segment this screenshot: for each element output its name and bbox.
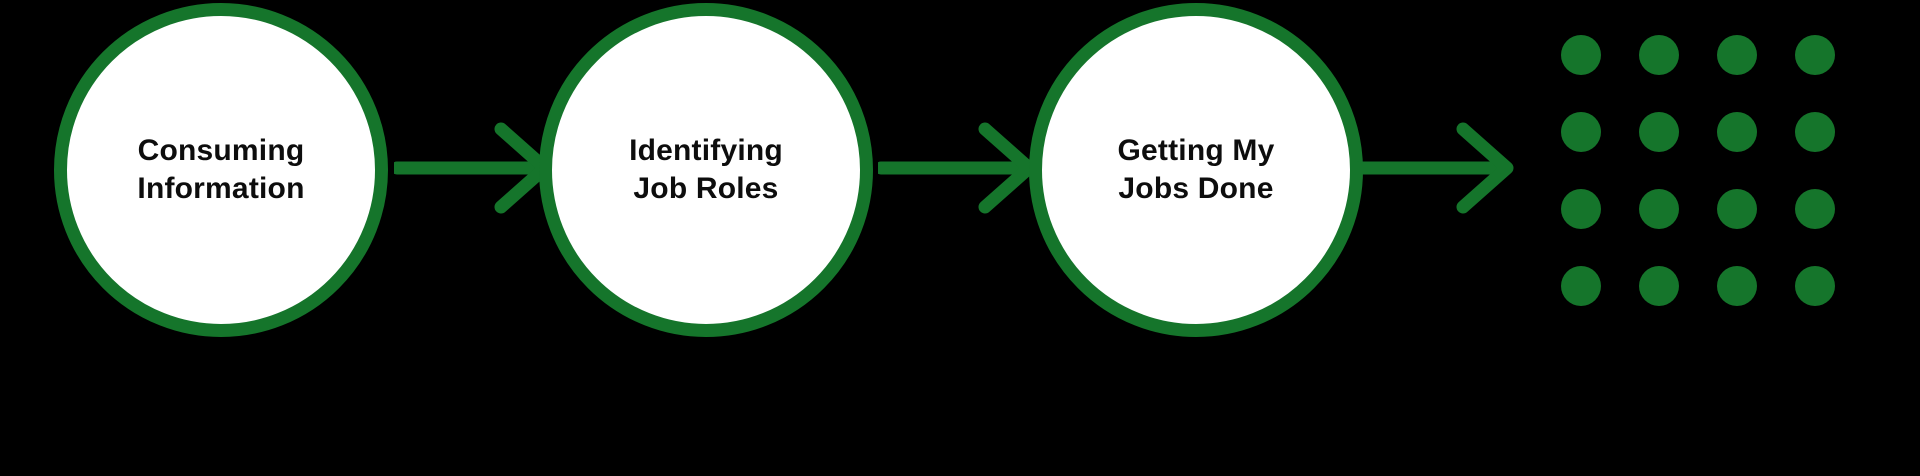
- dot: [1561, 35, 1601, 75]
- dot: [1717, 266, 1757, 306]
- dot: [1795, 35, 1835, 75]
- right-arrow-icon: [878, 122, 1036, 214]
- dot: [1795, 266, 1835, 306]
- step-label-line: Job Roles: [633, 172, 779, 205]
- step-circle-identifying-job-roles: Identifying Job Roles: [539, 3, 873, 337]
- step-circle-consuming-information: Consuming Information: [54, 3, 388, 337]
- step-label-line: Getting My: [1117, 134, 1275, 167]
- dot: [1795, 112, 1835, 152]
- step-circle-getting-my-jobs-done: Getting My Jobs Done: [1029, 3, 1363, 337]
- dot: [1717, 112, 1757, 152]
- dot: [1639, 189, 1679, 229]
- step-label: Getting My Jobs Done: [1118, 132, 1275, 208]
- right-arrow-icon: [394, 122, 552, 214]
- dot: [1639, 112, 1679, 152]
- dot: [1639, 266, 1679, 306]
- step-label: Consuming Information: [137, 132, 304, 208]
- dot: [1561, 266, 1601, 306]
- step-label-line: Jobs Done: [1118, 172, 1274, 205]
- dot-grid: [1561, 35, 1835, 306]
- step-label-line: Identifying: [629, 134, 783, 167]
- right-arrow-icon: [1356, 122, 1514, 214]
- dot: [1717, 189, 1757, 229]
- step-label-line: Information: [137, 172, 305, 205]
- step-label-line: Consuming: [137, 134, 305, 167]
- dot: [1795, 189, 1835, 229]
- dot: [1717, 35, 1757, 75]
- step-label: Identifying Job Roles: [629, 132, 783, 208]
- dot: [1561, 189, 1601, 229]
- dot: [1639, 35, 1679, 75]
- dot: [1561, 112, 1601, 152]
